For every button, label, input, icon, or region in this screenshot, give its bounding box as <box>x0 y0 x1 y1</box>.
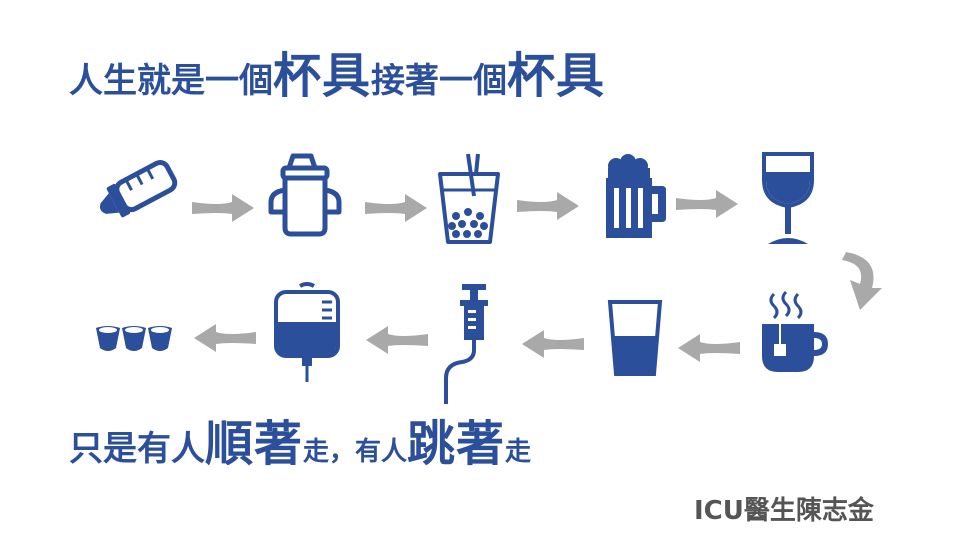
arrow-left-4 <box>194 324 256 352</box>
bubble-tea-icon <box>438 153 500 244</box>
curved-arrow-down <box>842 252 882 310</box>
headline: 人生就是一個杯具接著一個杯具 <box>69 52 605 100</box>
tagline: 只是有人順著走，有人跳著走 <box>69 420 531 468</box>
tagline-part1: 只是有人 <box>69 429 205 469</box>
arrow-right-3 <box>517 192 579 220</box>
headline-part2: 接著一個 <box>371 61 508 101</box>
headline-emph1: 杯具 <box>273 48 372 104</box>
syringe-icon <box>444 284 488 404</box>
arrow-left-1 <box>678 334 740 362</box>
tea-cup-icon <box>762 290 828 372</box>
headline-emph2: 杯具 <box>507 48 606 104</box>
three-small-cups-icon <box>96 326 172 351</box>
arrow-left-3 <box>366 326 428 354</box>
arrow-right-4 <box>676 190 738 218</box>
tagline-emph2: 跳著 <box>407 416 506 472</box>
arrow-right-2 <box>365 194 427 222</box>
tagline-part3: 走 <box>505 437 532 467</box>
wine-glass-icon <box>762 152 814 244</box>
headline-part1: 人生就是一個 <box>69 61 273 101</box>
sippy-cup-icon <box>268 153 342 237</box>
arrow-right-1 <box>192 194 254 222</box>
baby-bottle-icon <box>99 159 178 218</box>
arrow-left-2 <box>522 330 584 358</box>
beer-mug-icon <box>606 154 666 238</box>
iv-drip-icon <box>274 282 340 382</box>
tagline-emph1: 順著 <box>205 416 304 472</box>
tagline-part2: 走，有人 <box>303 437 408 467</box>
water-glass-icon <box>607 300 663 376</box>
author-credit: ICU醫生陳志金 <box>694 496 874 526</box>
